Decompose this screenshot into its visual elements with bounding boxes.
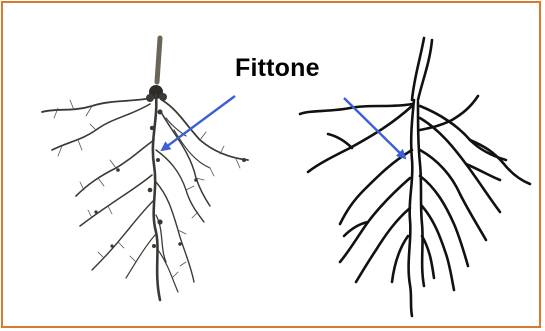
- root-line-drawing: [300, 38, 530, 316]
- root-photo: [42, 38, 248, 300]
- arrow-to-photo-taproot: [162, 96, 235, 150]
- taproot-label: Fittone: [235, 56, 320, 81]
